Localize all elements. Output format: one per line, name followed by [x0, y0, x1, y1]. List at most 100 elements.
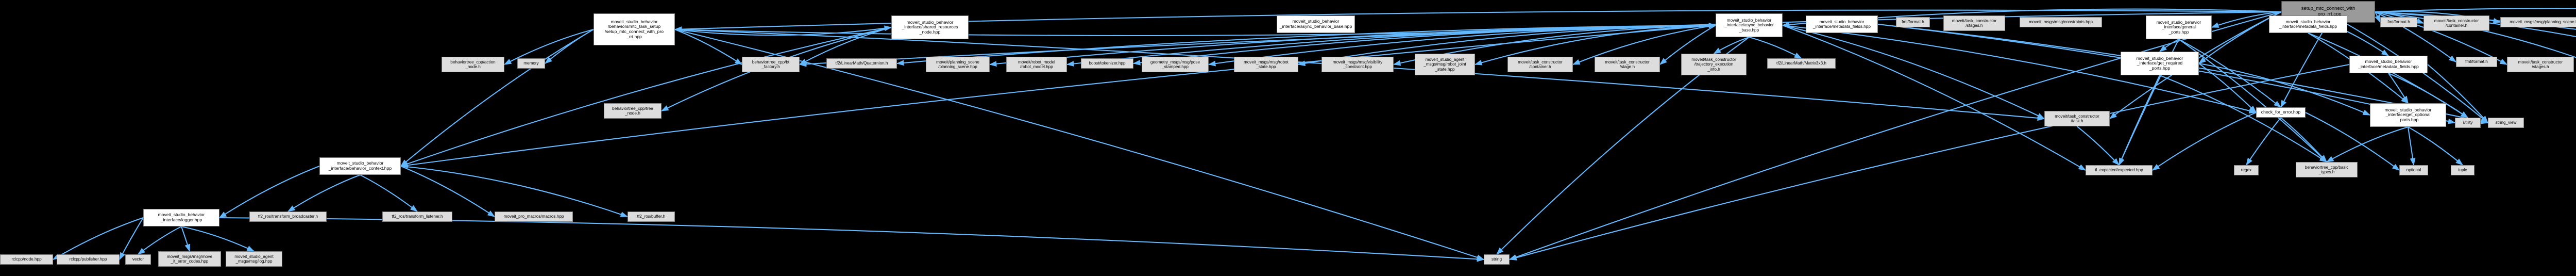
graph-node[interactable]: moveit_pro_macros/macros.hpp	[495, 212, 573, 222]
graph-edge	[2280, 117, 2327, 163]
graph-node[interactable]: moveit_studio_agent _msgs/msg/log.hpp	[226, 251, 282, 267]
graph-node-label: moveit/planning_scene /planning_scene.hp…	[936, 59, 979, 69]
graph-node-label: fmt/format.h	[2387, 20, 2410, 25]
graph-node[interactable]: fmt/format.h	[2380, 17, 2417, 27]
graph-node-label: tf2_ros/buffer.h	[637, 214, 666, 219]
graph-edge	[287, 174, 361, 212]
graph-node-label: moveit_studio_behavior /behaviors/mtc_ta…	[604, 19, 664, 39]
graph-node[interactable]: fmt/format.h	[1896, 17, 1930, 27]
graph-node[interactable]: optional	[2399, 165, 2428, 175]
graph-node[interactable]: tf2/LinearMath/Matrix3x3.h	[1767, 58, 1836, 69]
graph-node[interactable]: moveit_studio_behavior _interface/metada…	[2269, 15, 2347, 33]
graph-edge	[2326, 126, 2409, 163]
graph-node-label: moveit/task_constructor /stages.h	[2518, 59, 2563, 69]
graph-edge	[2178, 39, 2327, 163]
graph-node[interactable]: moveit_msgs/msg/robot _state.hpp	[1234, 57, 1298, 72]
graph-node[interactable]: boost/tokenizer.hpp	[1081, 58, 1133, 69]
graph-node-label: moveit_msgs/msg/visibility _constraint.h…	[1332, 59, 1383, 69]
graph-node[interactable]: tf2_ros/buffer.h	[628, 212, 675, 222]
graph-node[interactable]: tuple	[2451, 165, 2475, 175]
graph-node[interactable]: behaviortree_cpp/tree _node.h	[604, 103, 662, 119]
graph-node[interactable]: moveit_studio_agent _msgs/msg/robot_join…	[1415, 54, 1475, 75]
graph-node[interactable]: moveit/task_constructor /trajectory_exec…	[1681, 54, 1747, 75]
graph-node[interactable]: moveit/task_constructor /stages.h	[1943, 15, 2005, 31]
graph-node[interactable]: moveit/planning_scene /planning_scene.hp…	[926, 57, 990, 72]
graph-node-label: moveit/robot_model /robot_model.hpp	[1018, 59, 1055, 69]
graph-node[interactable]: moveit_msgs/msg/visibility _constraint.h…	[1321, 57, 1394, 72]
graph-edge	[2388, 73, 2409, 104]
graph-node[interactable]: rclcpp/publisher.hpp	[57, 254, 120, 265]
graph-node[interactable]: moveit_msgs/msg/planning_scene.hpp	[2500, 17, 2576, 27]
graph-node[interactable]: tf2_ros/transform_broadcaster.h	[249, 212, 327, 222]
graph-edge	[2246, 117, 2281, 166]
graph-node-label: behaviortree_cpp/basic _types.h	[2304, 165, 2349, 174]
graph-node-label: boost/tokenizer.hpp	[1089, 61, 1126, 66]
graph-node[interactable]: moveit_studio_behavior _interface/logger…	[143, 209, 219, 226]
graph-node-label: moveit_studio_behavior _interface/genera…	[2156, 20, 2201, 35]
graph-node-label: tf2_ros/transform_listener.h	[392, 214, 443, 219]
graph-node-label: setup_mtc_connect_with _pro_rrt.cpp	[2301, 6, 2355, 17]
graph-node[interactable]: moveit/robot_model /robot_model.hpp	[1006, 57, 1067, 72]
graph-edge	[2159, 39, 2179, 52]
graph-edge	[181, 225, 255, 252]
graph-node-label: moveit_studio_behavior _interface/metada…	[2279, 19, 2337, 29]
graph-edge	[400, 165, 629, 217]
graph-node-label: moveit/task_constructor /task.h	[2055, 113, 2099, 123]
graph-node-label: moveit_studio_behavior _interface/async_…	[1724, 18, 1774, 33]
graph-node[interactable]: tl_expected/expected.hpp	[2086, 165, 2153, 175]
graph-edge	[400, 24, 1716, 168]
graph-node-label: moveit_msgs/msg/robot _state.hpp	[1244, 59, 1289, 69]
graph-node-label: behaviortree_cpp/action _node.h	[450, 59, 496, 69]
graph-node-label: moveit_studio_agent _msgs/msg/robot_join…	[1423, 57, 1466, 72]
graph-node[interactable]: string	[1484, 254, 1510, 265]
graph-node[interactable]: moveit_studio_behavior _interface/metada…	[2349, 56, 2428, 73]
graph-node[interactable]: moveit_msgs/msg/move _it_error_codes.hpp	[158, 251, 221, 267]
graph-node-label: tf2/LinearMath/Matrix3x3.h	[1776, 61, 1826, 66]
graph-node[interactable]: moveit/task_constructor /stages.h	[2507, 57, 2574, 72]
graph-node-label: moveit/task_constructor /trajectory_exec…	[1691, 57, 1736, 72]
graph-node[interactable]: regex	[2234, 165, 2259, 175]
graph-node-label: rclcpp/node.hpp	[11, 257, 42, 262]
graph-edge	[2119, 75, 2160, 166]
graph-node[interactable]: behaviortree_cpp/basic _types.h	[2296, 162, 2358, 177]
graph-node[interactable]: moveit_studio_behavior _interface/behavi…	[319, 157, 401, 175]
graph-node[interactable]: moveit_studio_behavior _interface/genera…	[2146, 15, 2212, 39]
graph-node-label: tf2/LinearMath/Quaternion.h	[835, 61, 888, 66]
graph-node[interactable]: moveit_studio_behavior _interface/get_re…	[2121, 52, 2199, 75]
graph-node[interactable]: rclcpp/node.hpp	[0, 254, 53, 265]
graph-node[interactable]: tf2_ros/transform_listener.h	[382, 212, 452, 222]
graph-node[interactable]: moveit_studio_behavior _interface/shared…	[891, 15, 969, 39]
graph-node-label: optional	[2406, 168, 2421, 173]
graph-edge	[2375, 11, 2381, 23]
graph-node[interactable]: string_view	[2488, 118, 2524, 128]
graph-node[interactable]: memory	[517, 58, 545, 69]
graph-node[interactable]: tf2/LinearMath/Quaternion.h	[826, 58, 897, 69]
graph-node-label: rclcpp/publisher.hpp	[69, 257, 107, 262]
graph-node[interactable]: moveit_studio_behavior _interface/metada…	[1806, 15, 1878, 33]
graph-node-label: moveit_msgs/msg/move _it_error_codes.hpp	[166, 254, 213, 264]
graph-node-label: moveit/task_constructor /container.h	[1518, 59, 1563, 69]
graph-node[interactable]: behaviortree_cpp/action _node.h	[442, 57, 504, 72]
graph-node[interactable]: moveit/task_constructor /stage.h	[1595, 57, 1660, 72]
graph-node[interactable]: moveit_studio_behavior _interface/async_…	[1277, 15, 1355, 33]
graph-node[interactable]: moveit/task_constructor /task.h	[2044, 111, 2110, 126]
graph-node[interactable]: vector	[125, 254, 151, 265]
graph-edge	[400, 166, 496, 217]
graph-node[interactable]: moveit_studio_behavior _interface/get_op…	[2370, 103, 2446, 127]
graph-node-label: geometry_msgs/msg/pose _stamped.hpp	[1150, 59, 1200, 69]
graph-node[interactable]: geometry_msgs/msg/pose _stamped.hpp	[1142, 57, 1209, 72]
graph-node[interactable]: moveit/task_constructor /container.h	[2424, 15, 2489, 31]
graph-edge	[1509, 11, 2282, 260]
graph-edge	[218, 166, 320, 218]
graph-node[interactable]: moveit/task_constructor /container.h	[1507, 57, 1573, 72]
graph-node[interactable]: check_for_error.hpp	[2256, 107, 2306, 118]
graph-node[interactable]: utility	[2455, 118, 2481, 128]
graph-node[interactable]: moveit_msgs/msg/constraints.hpp	[2020, 17, 2102, 27]
graph-edge	[360, 174, 418, 212]
graph-node[interactable]: moveit_studio_behavior /behaviors/mtc_ta…	[594, 13, 675, 45]
graph-node[interactable]: behaviortree_cpp/bt _factory.h	[742, 57, 800, 72]
graph-node-label: moveit_studio_behavior _interface/shared…	[902, 19, 958, 35]
graph-node[interactable]: moveit_studio_behavior _interface/async_…	[1716, 13, 1783, 37]
graph-node[interactable]: fmt/format.h	[2456, 57, 2497, 67]
